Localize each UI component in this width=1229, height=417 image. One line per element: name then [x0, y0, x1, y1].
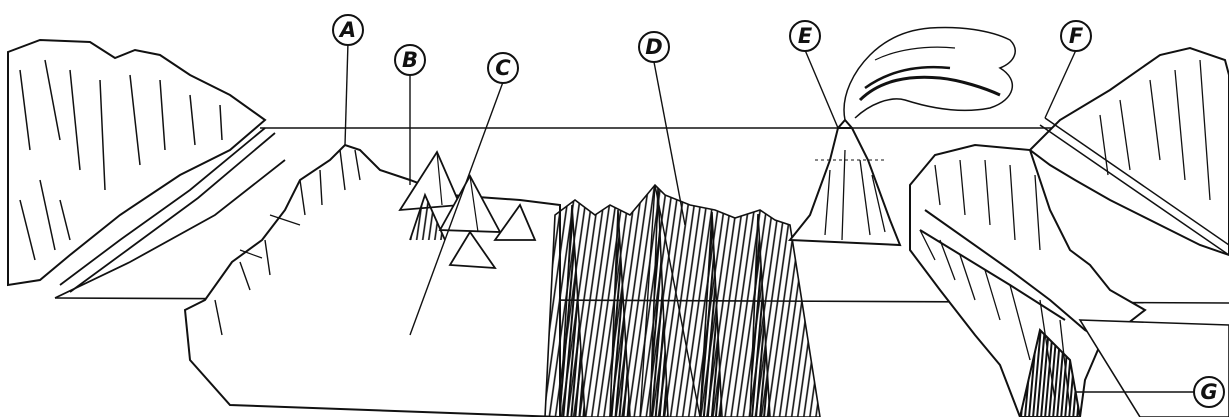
- label-text-b: B: [402, 48, 418, 72]
- label-e: E: [790, 21, 820, 51]
- label-c: C: [488, 53, 518, 83]
- eruption-plume: [844, 28, 1015, 121]
- label-text-a: A: [338, 18, 356, 42]
- label-text-c: C: [495, 56, 511, 80]
- left-seafloor: [185, 145, 560, 417]
- leader-line-f: [1045, 50, 1076, 118]
- right-continent-mountains: [1030, 48, 1229, 255]
- mid-ocean-ridge: [545, 185, 820, 417]
- volcanic-island: [790, 120, 900, 245]
- label-g: G: [1194, 377, 1224, 407]
- label-a: A: [333, 15, 363, 45]
- label-text-f: F: [1069, 24, 1084, 48]
- label-d: D: [639, 32, 669, 62]
- label-b: B: [395, 45, 425, 75]
- left-continent-mountains: [8, 40, 265, 285]
- leader-line-e: [805, 50, 838, 128]
- label-f: F: [1061, 21, 1091, 51]
- label-text-g: G: [1200, 380, 1217, 404]
- label-text-d: D: [645, 35, 662, 59]
- leader-line-a: [345, 42, 348, 145]
- label-text-e: E: [798, 24, 813, 48]
